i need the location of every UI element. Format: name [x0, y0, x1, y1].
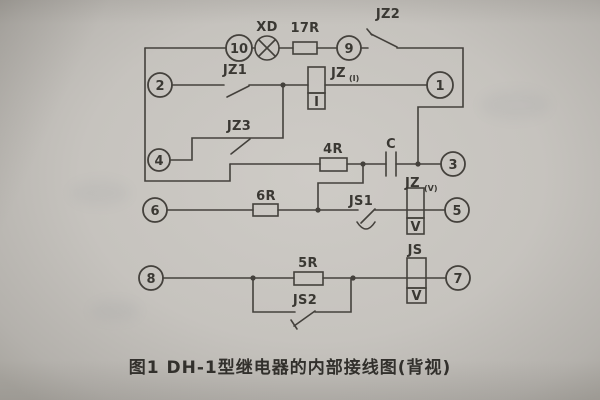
- terminal-5: 5: [444, 197, 470, 223]
- terminal-10: 10: [225, 34, 253, 62]
- wire-node-to-jz3: [170, 84, 284, 161]
- wires: [144, 47, 464, 313]
- label-4r: 4R: [323, 142, 343, 157]
- relay-element-jz-v: V: [406, 187, 425, 235]
- terminal-4-number: 4: [154, 154, 163, 169]
- junction-dot: [315, 207, 321, 213]
- label-jz1: JZ1: [222, 63, 247, 78]
- label-6r: 6R: [256, 189, 276, 204]
- label-c: C: [386, 137, 396, 152]
- core-letter-v: V: [411, 289, 421, 304]
- label-jz-i: JZ: [330, 66, 346, 81]
- wire-row3-row4-link: [317, 163, 364, 211]
- label-js2: JS2: [292, 293, 317, 308]
- label-jz2: JZ2: [375, 7, 400, 22]
- junction-dot: [415, 161, 421, 167]
- resistor-5r: [293, 271, 324, 286]
- terminal-2-number: 2: [155, 79, 164, 94]
- terminal-6-number: 6: [150, 204, 159, 219]
- components: I V: [226, 28, 427, 330]
- wire-left-border: [144, 47, 231, 182]
- core-letter-v: V: [410, 220, 420, 235]
- wire-jz2-right-drop: [396, 47, 464, 165]
- figure-caption: 图1 DH-1型继电器的内部接线图(背视): [129, 357, 452, 378]
- core-letter-i: I: [314, 95, 319, 110]
- wire-js2-bypass: [252, 277, 352, 313]
- label-17r: 17R: [290, 21, 319, 36]
- label-jz-i-sub: (I): [349, 74, 359, 83]
- terminal-7: 7: [445, 265, 471, 291]
- terminals: 10 9 2 1 4 3 6: [138, 34, 471, 291]
- component-labels: XD 17R JZ2 JZ1 JZ (I) JZ3 4R C 6R JS1 JZ…: [222, 7, 438, 308]
- label-jz-v-sub: (V): [424, 184, 438, 193]
- label-js: JS: [407, 243, 423, 258]
- label-xd: XD: [256, 20, 277, 35]
- junction-dot: [350, 275, 356, 281]
- contact-jz1: [226, 85, 250, 98]
- signal-lamp-xd: [254, 35, 280, 61]
- capacitor-c: [385, 151, 397, 177]
- terminal-6: 6: [142, 197, 168, 223]
- terminal-5-number: 5: [452, 204, 461, 219]
- junction-dot: [250, 275, 256, 281]
- terminal-8: 8: [138, 265, 164, 291]
- terminal-7-number: 7: [453, 272, 462, 287]
- resistor-4r: [319, 157, 348, 172]
- label-5r: 5R: [298, 256, 318, 271]
- terminal-10-number: 10: [230, 42, 248, 57]
- label-jz3: JZ3: [226, 119, 251, 134]
- contact-js1-delay: [356, 208, 376, 230]
- terminal-9: 9: [336, 35, 362, 61]
- label-jz-v: JZ: [404, 176, 420, 191]
- relay-element-jz-i: I: [307, 66, 326, 110]
- junction-dot: [280, 82, 286, 88]
- terminal-1-number: 1: [435, 79, 444, 94]
- terminal-8-number: 8: [146, 272, 155, 287]
- terminal-3: 3: [440, 151, 466, 177]
- resistor-17r: [292, 41, 318, 55]
- terminal-1: 1: [426, 71, 454, 99]
- contact-jz3: [230, 138, 251, 155]
- terminal-9-number: 9: [344, 42, 353, 57]
- terminal-2: 2: [147, 72, 173, 98]
- junction-dots: [250, 82, 421, 281]
- junction-dot: [360, 161, 366, 167]
- lamp-cross-icon: [257, 38, 277, 58]
- contact-js2: [290, 310, 316, 330]
- label-js1: JS1: [348, 194, 373, 209]
- relay-element-js: V: [406, 257, 427, 304]
- terminal-4: 4: [147, 148, 171, 172]
- delay-arc-icon: [356, 221, 376, 230]
- resistor-6r: [252, 203, 279, 217]
- contact-jz2: [366, 28, 398, 48]
- terminal-3-number: 3: [448, 158, 457, 173]
